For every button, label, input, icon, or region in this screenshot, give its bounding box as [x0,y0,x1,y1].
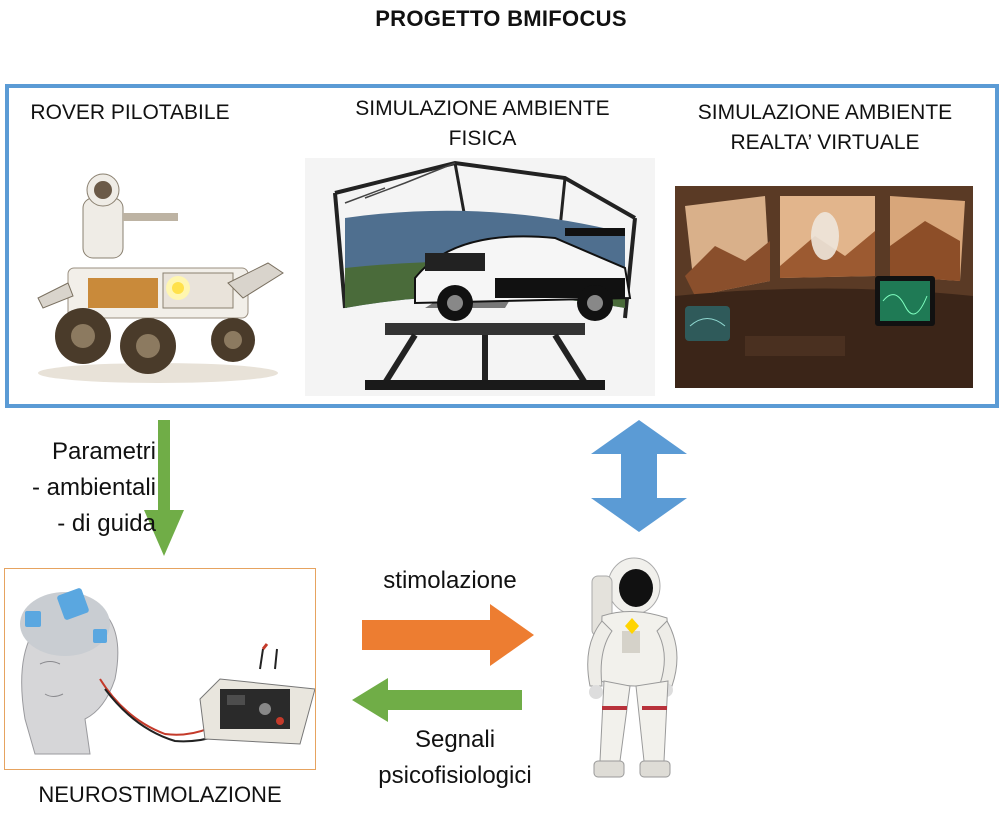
parameters-label: Parametri - ambientali - di guida [31,438,156,537]
signals-label: Segnali psicofisiologici [378,726,532,789]
neurostimulation-box [4,568,316,770]
rover-image [37,173,284,383]
stimulation-label: stimolazione [383,567,517,594]
neurostimulation-image [20,588,316,755]
physical-simulator-image [305,158,655,396]
bidirectional-arrow-blue [591,420,687,532]
neurostimulation-label: NEUROSTIMOLAZIONE [38,782,282,807]
diagram-title: PROGETTO BMIFOCUS [375,6,627,31]
left-arrow-green [352,678,522,722]
down-arrow-green [144,420,184,556]
right-arrow-orange [362,604,534,666]
rover-label: ROVER PILOTABILE [30,101,230,124]
vr-cockpit-image [675,186,973,388]
simulation-frame [5,84,999,408]
astronaut-image [587,557,678,778]
vr-sim-label: SIMULAZIONE AMBIENTE REALTA’ VIRTUALE [697,101,953,154]
physical-sim-label: SIMULAZIONE AMBIENTE FISICA [355,97,610,150]
